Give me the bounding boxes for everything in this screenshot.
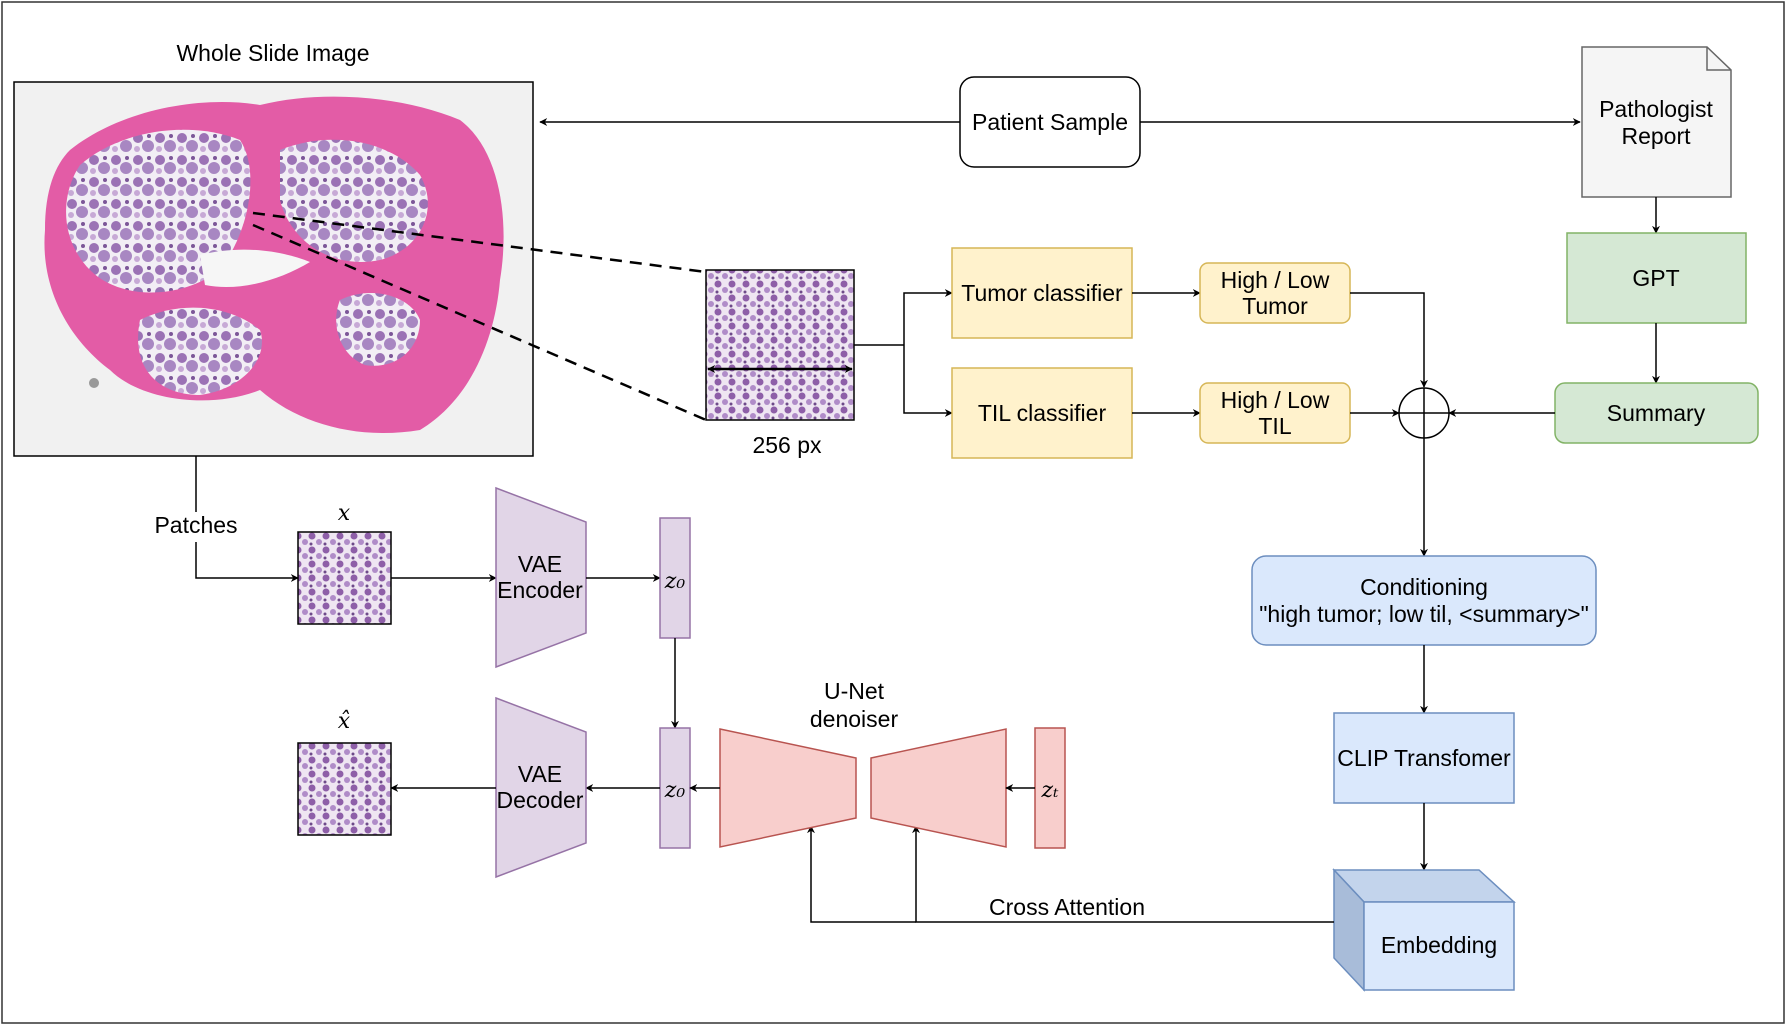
conditioning-line1: Conditioning <box>1360 574 1488 600</box>
z0-top-label: z₀ <box>664 569 686 594</box>
vae-decoder-line2: Decoder <box>497 787 584 813</box>
whole-slide-title: Whole Slide Image <box>176 40 369 66</box>
input-patch-x <box>297 531 392 625</box>
til-output-line1: High / Low <box>1221 387 1330 413</box>
x-label: x <box>338 501 351 526</box>
tumor-classifier-box <box>951 247 1133 339</box>
arrow-tumor-output-to-sum <box>1350 292 1428 388</box>
vae-decoder-line1: VAE <box>518 761 562 787</box>
arrow-to-tumor-classifier <box>903 289 953 345</box>
zoom-line-top <box>252 211 707 274</box>
cross-attention-label: Cross Attention <box>989 894 1145 920</box>
til-classifier-label: TIL classifier <box>978 400 1107 426</box>
vae-encoder-shape <box>495 486 587 669</box>
vae-encoder-line2: Encoder <box>497 577 583 603</box>
arrow-slide-to-patch-x <box>195 456 299 582</box>
unet-right-shape <box>870 728 1007 848</box>
gpt-label: GPT <box>1632 265 1679 291</box>
conditioning-line2: "high tumor; low til, <summary>" <box>1259 601 1589 627</box>
tumor-classifier-label: Tumor classifier <box>961 280 1123 306</box>
patches-label: Patches <box>154 512 237 538</box>
x-hat-label: x̂ <box>338 709 351 734</box>
embedding-cube <box>1332 868 1516 992</box>
output-patch-x-hat <box>297 742 392 836</box>
patch-image <box>705 269 855 421</box>
unet-line2: denoiser <box>810 706 899 732</box>
patch-size-label: 256 px <box>752 432 822 458</box>
zt-label: zₜ <box>1040 778 1059 803</box>
vae-decoder-shape <box>495 696 587 879</box>
whole-slide-image <box>13 81 534 457</box>
report-line2: Report <box>1621 123 1691 149</box>
til-output-line2: TIL <box>1258 413 1291 439</box>
report-line1: Pathologist <box>1599 96 1713 122</box>
arrow-to-til-classifier <box>903 345 953 417</box>
tumor-output-line2: Tumor <box>1242 293 1308 319</box>
patches-label-bg <box>150 512 240 542</box>
summary-label: Summary <box>1607 400 1706 426</box>
vae-encoder-line1: VAE <box>518 551 562 577</box>
patient-sample-label: Patient Sample <box>972 109 1128 135</box>
pathologist-report-doc <box>1581 46 1732 198</box>
zoom-line-bottom <box>252 223 707 422</box>
embedding-label: Embedding <box>1381 932 1497 958</box>
unet-left-shape <box>719 728 857 848</box>
zt-box <box>1034 727 1066 849</box>
clip-box <box>1333 712 1515 804</box>
arrow-cross-attention-left <box>807 825 916 923</box>
gpt-box <box>1566 232 1747 324</box>
unet-line1: U-Net <box>824 678 885 704</box>
tumor-output-line1: High / Low <box>1221 267 1330 293</box>
til-classifier-box <box>951 367 1133 459</box>
z0-top-box <box>659 517 691 639</box>
clip-label: CLIP Transfomer <box>1337 745 1511 771</box>
concat-node-icon <box>1398 387 1450 439</box>
z0-bottom-label: z₀ <box>664 778 686 803</box>
